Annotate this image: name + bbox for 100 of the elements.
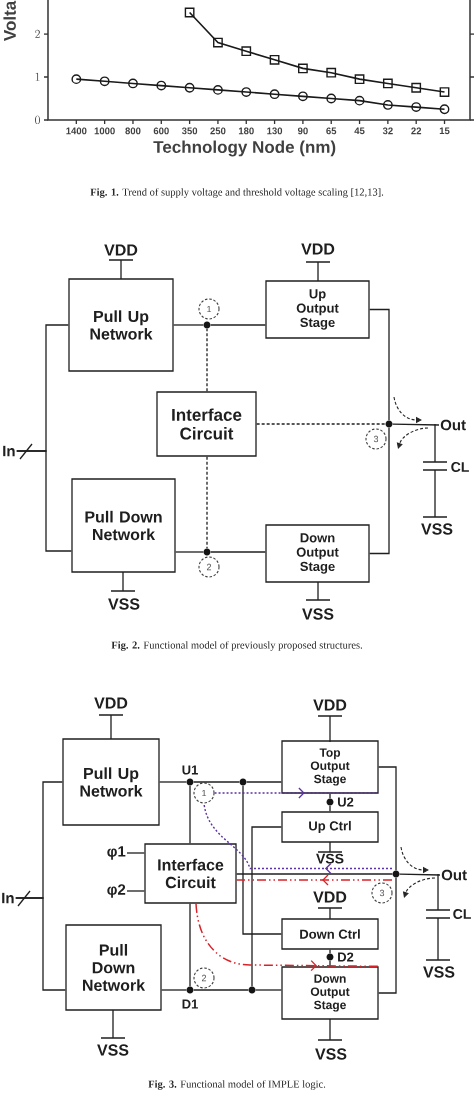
wire: [242, 785, 282, 935]
block-box: Pull Up Network: [62, 738, 160, 826]
x-tick-label: 350: [181, 127, 198, 135]
terminal-label: In: [3, 445, 15, 457]
supply-label: VDD: [301, 243, 335, 255]
point: [99, 76, 110, 87]
point: [241, 46, 252, 57]
wire: [392, 423, 440, 426]
figure-caption: Fig. 2. Functional model of previously proposed structures.: [111, 641, 362, 651]
block-box: Top Output Stage: [281, 740, 379, 794]
supply-label: VDD: [104, 244, 138, 256]
point: [411, 82, 422, 93]
point: [184, 82, 195, 93]
supply-label: VDD: [313, 891, 347, 903]
supply-label: VSS: [316, 853, 344, 864]
y-tick-label: 0: [35, 115, 40, 125]
supply-label: VSS: [421, 523, 453, 535]
point: [354, 95, 365, 106]
x-tick-label: 45: [354, 127, 365, 135]
wire: [399, 873, 441, 876]
block-box: Interface Circuit: [156, 391, 257, 457]
wire: [369, 427, 390, 555]
point: [439, 87, 450, 97]
current-path: [235, 874, 393, 886]
x-tick-label: 600: [153, 127, 169, 135]
current-path: [203, 802, 393, 875]
block-box: Up Output Stage: [265, 280, 370, 339]
wire: [206, 328, 208, 392]
figure-caption: Fig. 3. Functional model of IMPLE logic.: [148, 1080, 326, 1090]
x-tick-label: 1400: [66, 127, 87, 135]
block-box: Pull Up Network: [68, 278, 174, 372]
point: [382, 100, 393, 110]
node-label: D2: [338, 952, 354, 962]
block-box: Down Ctrl: [281, 918, 379, 950]
point: [213, 37, 223, 48]
x-tick-label: 180: [238, 127, 254, 135]
wire: [256, 423, 386, 425]
wire: [251, 826, 282, 987]
x-tick-label: 1000: [94, 127, 115, 135]
x-tick-label: 130: [267, 127, 283, 135]
wire: [161, 989, 187, 991]
wire: [206, 456, 208, 549]
wire: [175, 551, 204, 553]
x-tick-label: 32: [382, 127, 393, 135]
current-path: [195, 902, 380, 972]
point: [439, 104, 450, 115]
block-box: Down Output Stage: [265, 524, 370, 583]
point: [326, 67, 337, 78]
point: [326, 93, 337, 104]
wire: [173, 324, 204, 326]
y-tick-label: 1: [35, 72, 40, 81]
capacitor-label: CL: [451, 462, 469, 472]
point: [156, 80, 167, 91]
block-box: Pull Down Network: [65, 924, 162, 1011]
x-axis-title: Technology Node (nm): [153, 140, 336, 157]
supply-label: VSS: [423, 966, 455, 978]
x-tick-label: 90: [297, 127, 308, 135]
wire: [329, 793, 331, 799]
wire: [189, 785, 191, 844]
y-tick-label: 2: [35, 29, 40, 38]
wire: [378, 766, 397, 871]
block-box: Pull Down Network: [71, 478, 176, 573]
current-path: [213, 787, 380, 799]
node-label: U2: [338, 797, 354, 807]
capacitor-label: CL: [453, 909, 471, 919]
supply-label: VSS: [108, 598, 140, 610]
wire: [15, 897, 66, 991]
terminal-label: In: [2, 892, 14, 904]
supply-label: VSS: [302, 608, 334, 620]
wire: [193, 989, 249, 991]
block-box: Down Output Stage: [281, 966, 379, 1020]
y-axis-title: Volta: [3, 0, 16, 41]
point: [184, 7, 195, 18]
figure-caption: Fig. 1. Trend of supply voltage and threshold voltage scaling [12,13].: [90, 188, 384, 198]
terminal-label: Out: [440, 419, 466, 431]
point: [269, 54, 280, 65]
wire: [159, 781, 187, 783]
wire: [378, 877, 397, 994]
wire: [126, 890, 145, 892]
wire: [210, 551, 266, 553]
terminal-label: φ1: [107, 846, 126, 860]
supply-label: VDD: [313, 699, 347, 711]
point: [382, 78, 393, 89]
point: [354, 74, 365, 85]
supply-label: VSS: [97, 1044, 129, 1056]
terminal-label: Out: [441, 869, 467, 881]
wire: [210, 324, 266, 326]
terminal-label: φ2: [107, 884, 126, 898]
block-box: Interface Circuit: [144, 843, 237, 904]
point: [298, 91, 308, 102]
wire: [329, 949, 331, 954]
x-tick-label: 22: [411, 127, 422, 135]
supply-label: VDD: [94, 697, 128, 709]
point: [411, 102, 422, 112]
wire: [329, 960, 331, 967]
point: [213, 84, 223, 95]
wire: [246, 781, 282, 783]
x-tick-label: 800: [125, 127, 141, 135]
point: [269, 89, 280, 100]
node-label: D1: [182, 999, 198, 1009]
